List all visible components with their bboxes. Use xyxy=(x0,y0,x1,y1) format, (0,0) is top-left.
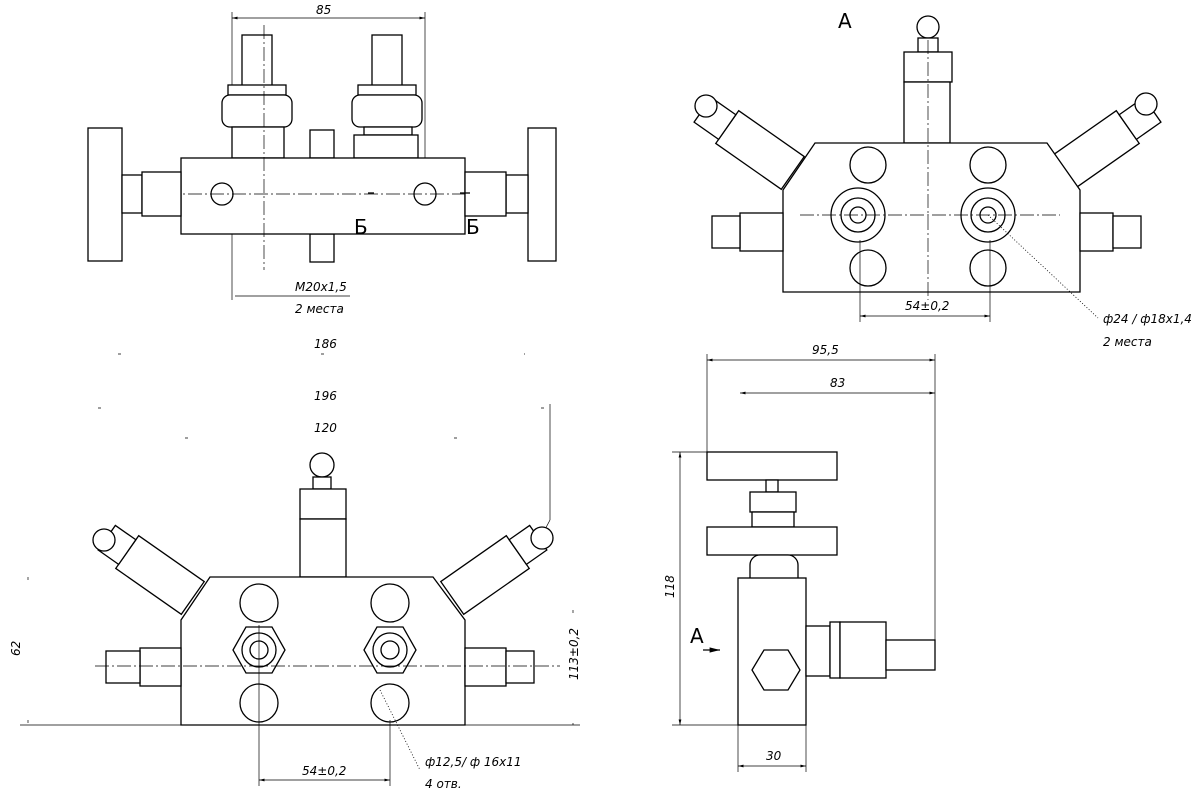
dim-54-bottom: 54±0,2 xyxy=(302,764,346,778)
port-qty: 2 места xyxy=(1103,335,1152,349)
front-view: 85 Б Б M20x1,5 2 места xyxy=(87,3,557,316)
port-label: ф24 / ф18х1,4 xyxy=(1103,312,1192,326)
dim-196: 196 xyxy=(314,389,337,403)
side-view-a-label: А xyxy=(690,624,704,648)
dim-95: 95,5 xyxy=(812,343,839,357)
manifold-body-a xyxy=(782,142,1081,293)
bottom-view: 186 196 120 62 xyxy=(9,337,581,791)
mid-handle xyxy=(706,526,838,556)
dim-54-a: 54±0,2 xyxy=(905,299,949,313)
side-view: 95,5 83 118 А 30 xyxy=(663,343,936,772)
hole-qty: 4 отв. xyxy=(425,777,462,791)
side-body xyxy=(737,577,807,726)
dim-62: 62 xyxy=(9,641,23,656)
dim-85: 85 xyxy=(316,3,331,17)
manifold-body-bottom xyxy=(180,576,466,726)
manifold-body xyxy=(180,157,466,235)
view-a: А 54±0,2 ф24 / ф18х1,4 2 места xyxy=(693,9,1192,349)
dim-118: 118 xyxy=(663,575,677,598)
section-mark-right: Б xyxy=(466,215,480,239)
right-handwheel xyxy=(527,127,557,262)
view-a-label: А xyxy=(838,9,852,33)
dim-120: 120 xyxy=(314,421,337,435)
dim-83: 83 xyxy=(830,376,845,390)
section-mark-left: Б xyxy=(354,215,368,239)
hole-label: ф12,5/ ф 16х11 xyxy=(425,755,522,769)
thread-label: M20x1,5 xyxy=(295,280,347,294)
left-handwheel xyxy=(87,127,123,262)
thread-qty: 2 места xyxy=(295,302,344,316)
dim-30: 30 xyxy=(766,749,782,763)
top-handle xyxy=(706,451,838,481)
dim-113: 113±0,2 xyxy=(567,628,581,680)
dim-186: 186 xyxy=(314,337,337,351)
